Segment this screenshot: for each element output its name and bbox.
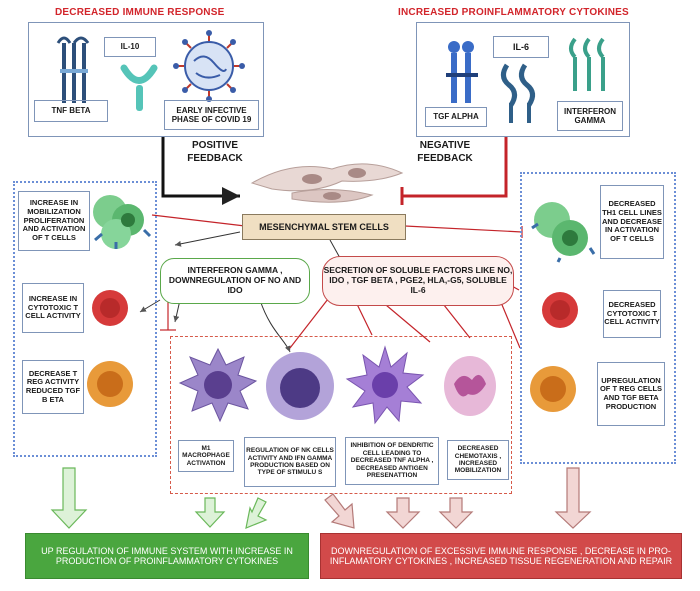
neutrophil-icon: [444, 356, 496, 416]
macrophage-icon: [178, 347, 258, 423]
negative-feedback-label: NEGATIVE FEEDBACK: [417, 140, 473, 164]
il6-label: IL-6: [493, 36, 549, 58]
interferon-mechanism-box: INTERFERON GAMMA , DOWNREGULATION OF NO …: [160, 258, 310, 304]
top-left-panel: TNF BETA IL-10 EARLY INFECTIVE PHASE OF …: [28, 22, 264, 137]
center-cell-label-0: M1 MACROPHAGE ACTIVATION: [178, 440, 234, 472]
positive-feedback-label: POSITIVE FEEDBACK: [187, 140, 243, 164]
right-cell-label-2: UPREGULATION OF T REG CELLS AND TGF BETA…: [597, 362, 665, 426]
mesenchymal-cells-icon: [250, 163, 404, 203]
il10-label: IL-10: [104, 37, 156, 57]
left-cell-label-1: INCREASE IN CYTOTOXIC T CELL ACTIVITY: [22, 283, 84, 333]
downregulation-outcome-box: DOWNREGULATION OF EXCESSIVE IMMUNE RESPO…: [320, 533, 682, 579]
center-cell-label-1: REGULATION OF NK CELLS ACTIVITY AND IFN …: [244, 437, 336, 487]
center-cell-label-3: DECREASED CHEMOTAXIS , INCREASED MOBILIZ…: [447, 440, 509, 480]
tnf-beta-label: TNF BETA: [34, 100, 108, 122]
soluble-factors-box: SECRETION OF SOLUBLE FACTORS LIKE NO, ID…: [322, 256, 514, 306]
right-column-frame: [520, 172, 676, 464]
right-treg-cell-icon: [530, 366, 576, 412]
interferon-receptor-icon: [569, 37, 605, 91]
tgf-alpha-label: TGF ALPHA: [425, 107, 487, 127]
upregulation-outcome-box: UP REGULATION OF IMMUNE SYSTEM WITH INCR…: [25, 533, 309, 579]
t-cell-cluster-icon: [93, 195, 152, 249]
il10-icon: [120, 64, 158, 111]
right-cell-label-1: DECREASED CYTOTOXIC T CELL ACTIVITY: [603, 290, 661, 338]
right-cell-label-0: DECREASED TH1 CELL LINES AND DECREASE IN…: [600, 185, 664, 259]
receptor-icon: [56, 36, 90, 103]
nk-cell-icon: [266, 352, 334, 420]
left-cell-label-0: INCREASE IN MOBILIZATION PROLIFERATION A…: [18, 191, 90, 251]
left-cell-label-2: DECREASE T REG ACTIVITY REDUCED TGF B ET…: [22, 360, 84, 414]
left-column-frame: [13, 181, 157, 457]
top-right-panel: TGF ALPHA IL-6 INTERFERON GAMMA: [416, 22, 630, 137]
cytotoxic-t-cell-icon: [92, 290, 128, 326]
th1-cell-icon: [531, 202, 596, 263]
center-cells-frame: [170, 336, 512, 494]
virus-icon: [173, 30, 245, 102]
positive-feedback-arrow: [161, 136, 240, 205]
il6-receptor-icon: [501, 63, 535, 123]
right-cytotoxic-cell-icon: [542, 292, 578, 328]
mesenchymal-stem-cells-box: MESENCHYMAL STEM CELLS: [242, 214, 406, 240]
dendritic-cell-icon: [345, 345, 425, 425]
tgf-alpha-receptor-icon: [446, 41, 478, 103]
decreased-immune-response-title: DECREASED IMMUNE RESPONSE: [55, 7, 225, 18]
treg-cell-icon: [87, 361, 133, 407]
center-cell-label-2: INHIBITION OF DENDRITIC CELL LEADING TO …: [345, 437, 439, 485]
negative-feedback-line: [402, 136, 508, 198]
increased-cytokines-title: INCREASED PROINFLAMMATORY CYTOKINES: [398, 7, 629, 18]
covid-phase-label: EARLY INFECTIVE PHASE OF COVID 19: [164, 100, 259, 130]
interferon-gamma-label: INTERFERON GAMMA: [557, 101, 623, 131]
